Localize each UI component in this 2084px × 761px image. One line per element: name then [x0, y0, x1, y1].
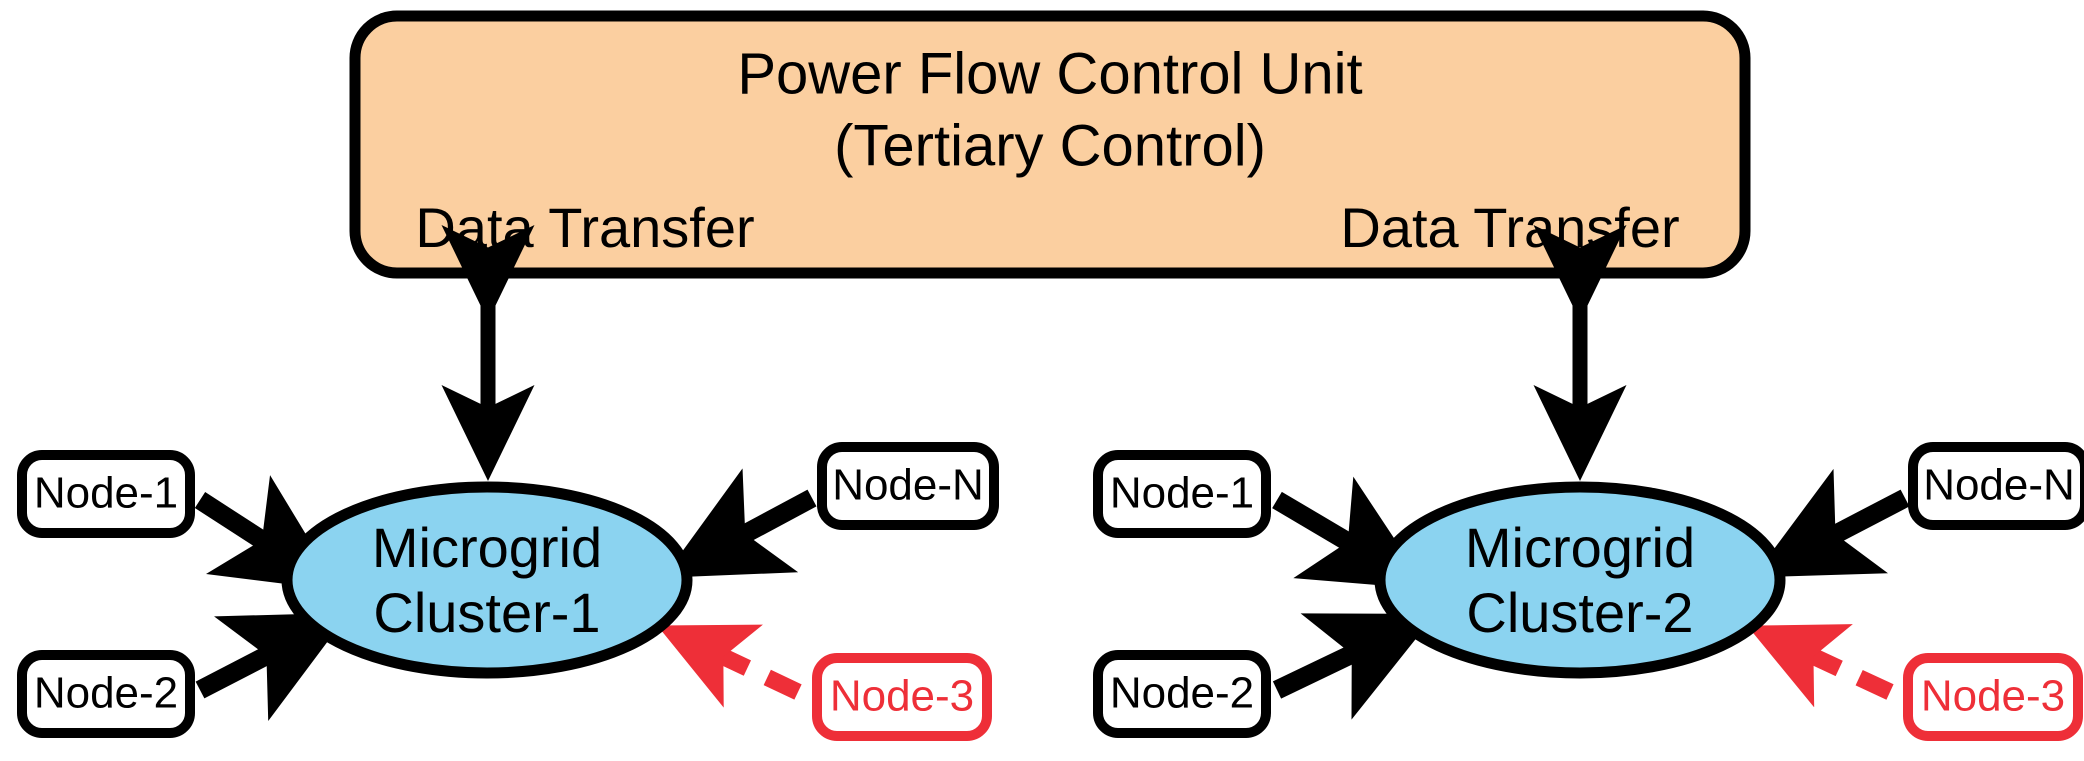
node-c2-node-1-label: Node-1 — [1110, 469, 1254, 518]
cluster-2-group: Microgrid Cluster-2 Node-1 Node-2 Node-N… — [1093, 442, 2084, 741]
control-unit-title-line1: Power Flow Control Unit — [737, 41, 1362, 106]
control-unit-box[interactable] — [349, 10, 1751, 279]
node-c2-node-n-label: Node-N — [1923, 461, 2075, 510]
node-c2-node-3[interactable]: Node-3 — [1903, 653, 2083, 741]
edge-c2-node-n-to-cluster[interactable] — [1752, 468, 1910, 578]
node-c1-node-1-label: Node-1 — [34, 469, 178, 518]
cluster-1-label-line1: Microgrid — [372, 516, 602, 579]
power-flow-control-unit[interactable]: Power Flow Control Unit (Tertiary Contro… — [349, 10, 1751, 279]
node-c1-node-3[interactable]: Node-3 — [812, 653, 992, 741]
edge-c2-node-1-to-cluster[interactable] — [1272, 476, 1428, 590]
node-c2-node-2-box[interactable] — [1093, 650, 1271, 738]
node-c1-node-n[interactable]: Node-N — [817, 442, 999, 530]
node-c2-node-1[interactable]: Node-1 — [1093, 450, 1271, 538]
cluster-2-label-line2: Cluster-2 — [1466, 581, 1693, 644]
edge-c2-node-2-to-cluster[interactable] — [1272, 613, 1436, 720]
node-c1-node-n-label: Node-N — [832, 461, 984, 510]
cluster-1-group: Microgrid Cluster-1 Node-1 Node-2 Node-N… — [17, 442, 999, 741]
node-c2-node-n[interactable]: Node-N — [1908, 442, 2084, 530]
data-transfer-label-left: Data Transfer — [415, 196, 754, 259]
cluster-1-ellipse[interactable] — [281, 481, 693, 679]
cluster-2-ellipse[interactable] — [1374, 481, 1786, 679]
node-c1-node-2-box[interactable] — [17, 650, 195, 738]
edge-c1-node-n-to-cluster[interactable] — [663, 468, 817, 578]
node-c1-node-2[interactable]: Node-2 — [17, 650, 195, 738]
node-c2-node-3-box[interactable] — [1903, 653, 2083, 741]
node-c1-node-1[interactable]: Node-1 — [17, 450, 195, 538]
node-c1-node-3-box[interactable] — [812, 653, 992, 741]
node-c1-node-n-box[interactable] — [817, 442, 999, 530]
node-c2-node-2-label: Node-2 — [1110, 669, 1254, 718]
node-c2-node-1-box[interactable] — [1093, 450, 1271, 538]
node-c2-node-3-label: Node-3 — [1921, 672, 2065, 721]
edge-c2-node-3-to-cluster[interactable] — [1747, 624, 1894, 708]
edge-c1-node-3-to-cluster[interactable] — [657, 624, 802, 708]
cluster-2-label-line1: Microgrid — [1465, 516, 1695, 579]
node-c1-node-1-box[interactable] — [17, 450, 195, 538]
data-transfer-label-right: Data Transfer — [1340, 196, 1679, 259]
node-c1-node-3-label: Node-3 — [830, 672, 974, 721]
node-c2-node-n-box[interactable] — [1908, 442, 2084, 530]
node-c2-node-2[interactable]: Node-2 — [1093, 650, 1271, 738]
control-unit-title-line2: (Tertiary Control) — [834, 113, 1266, 178]
node-c1-node-2-label: Node-2 — [34, 669, 178, 718]
cluster-1-label-line2: Cluster-1 — [373, 581, 600, 644]
edge-c1-node-2-to-cluster[interactable] — [195, 612, 350, 721]
